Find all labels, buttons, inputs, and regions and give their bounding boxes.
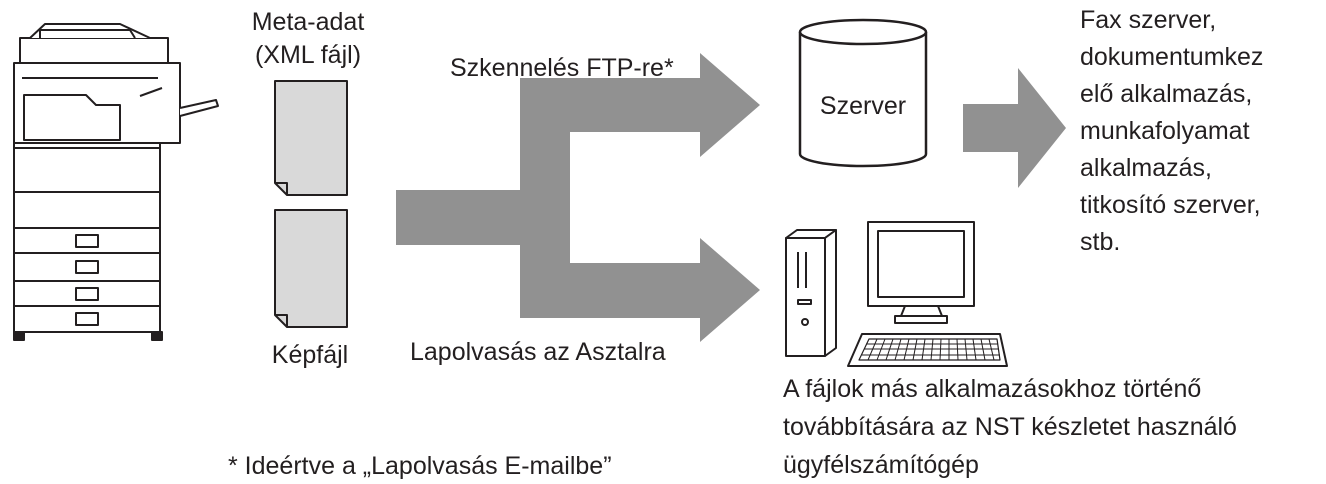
server-label: Szerver — [819, 92, 907, 120]
client-pc-label: A fájlok más alkalmazásokhoz történő tov… — [783, 375, 1237, 479]
arrows — [396, 53, 1066, 342]
desktop-branch-arrow — [520, 190, 760, 342]
scan-to-ftp-label: Szkennelés FTP-re* — [450, 54, 674, 82]
footnote: * Ideértve a „Lapolvasás E-mailbe” — [228, 452, 612, 480]
image-document-icon — [274, 209, 348, 328]
database-icon — [798, 18, 928, 168]
scan-to-desktop-label: Lapolvasás az Asztalra — [410, 338, 666, 366]
copier-icon — [13, 23, 219, 341]
desktop-computer-icon — [785, 229, 837, 357]
monitor-icon — [867, 221, 975, 324]
image-file-label: Képfájl — [271, 341, 349, 369]
ftp-branch-arrow — [396, 53, 760, 245]
keyboard-icon — [847, 333, 1008, 367]
server-to-apps-arrow — [963, 68, 1066, 188]
server-apps-label: Fax szerver, dokumentumkez elő alkalmazá… — [1080, 6, 1264, 256]
metadata-document-icon — [274, 80, 348, 196]
metadata-label: Meta-adat (XML fájl) — [251, 8, 365, 69]
